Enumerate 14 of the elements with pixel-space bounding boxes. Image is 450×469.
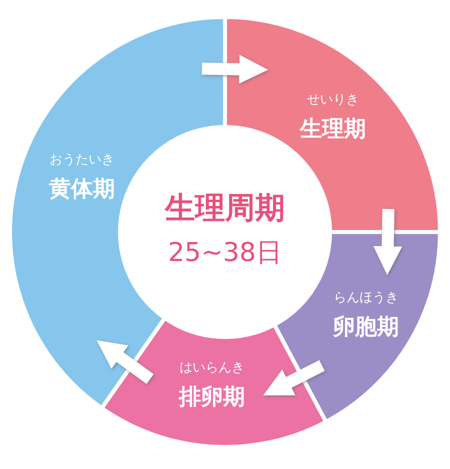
arrow	[263, 360, 325, 396]
furigana-text: はいらんき	[180, 360, 244, 376]
duration-label: 25~38日	[168, 238, 282, 268]
arrow	[373, 208, 402, 276]
center-title: 生理周期	[165, 191, 285, 226]
phase-label: 卵胞期	[333, 315, 399, 340]
arrow	[96, 340, 154, 384]
phase-label: 排卵期	[179, 385, 245, 410]
furigana-text: おうたいき	[50, 152, 114, 168]
phase-label: 生理期	[300, 117, 366, 142]
furigana-text: らんほうき	[334, 290, 398, 306]
furigana-text: せいりき	[307, 92, 359, 108]
arrow	[202, 54, 268, 84]
phase-label: 黄体期	[49, 177, 115, 202]
